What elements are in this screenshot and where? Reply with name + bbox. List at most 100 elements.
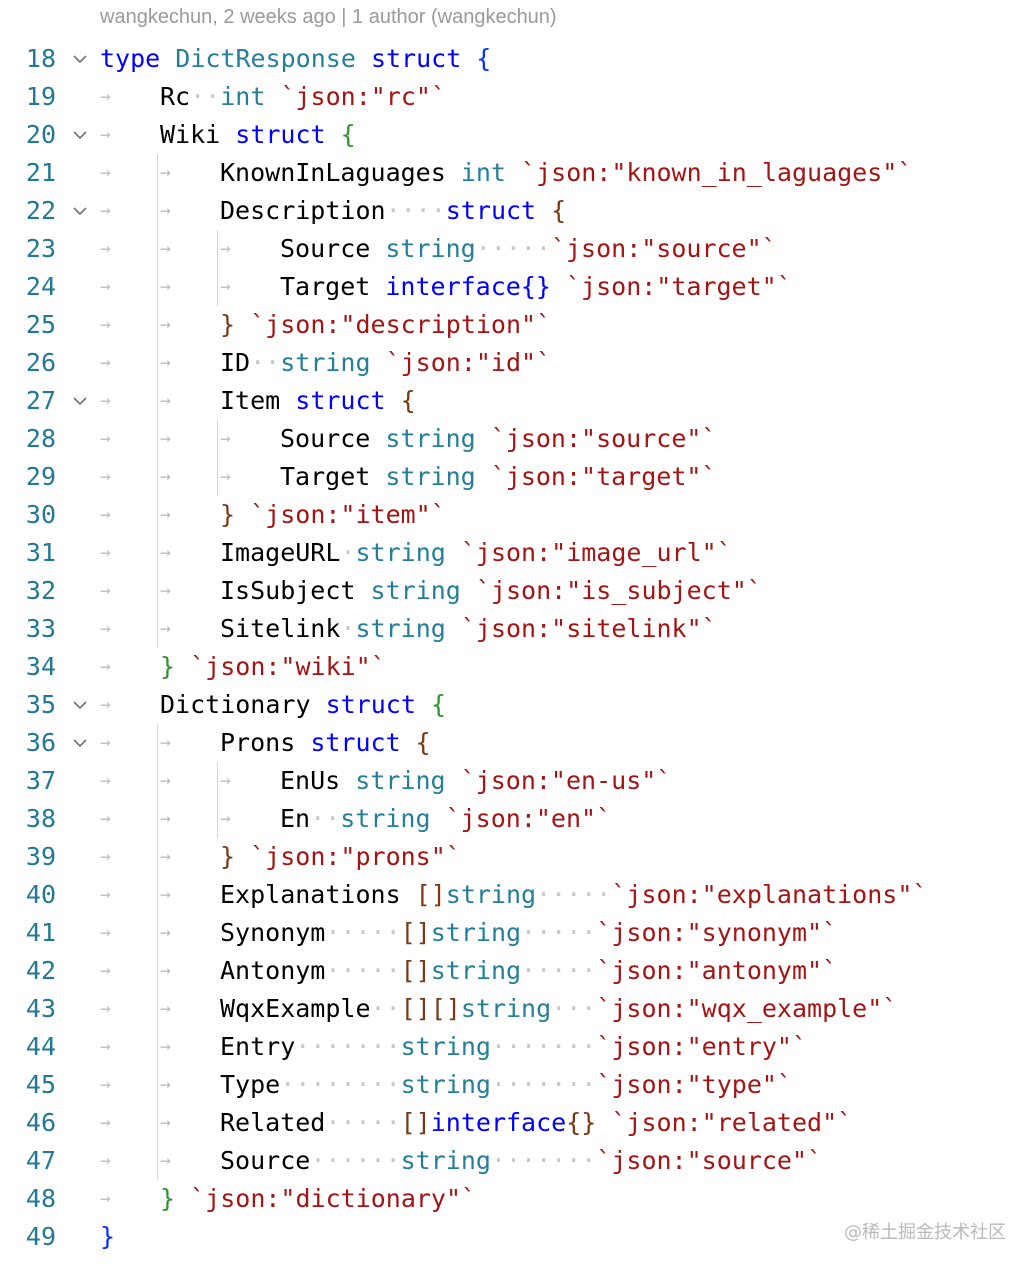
line-number[interactable]: 36 (25, 728, 56, 757)
code-text[interactable]: Antonym·····[]string·····`json:"antonym"… (220, 952, 837, 990)
code-line[interactable]: 26→→ID··string `json:"id"` (0, 344, 1036, 382)
code-line[interactable]: 25→→} `json:"description"` (0, 306, 1036, 344)
code-text[interactable]: } (100, 1218, 115, 1256)
code-text[interactable]: Entry·······string·······`json:"entry"` (220, 1028, 807, 1066)
line-number[interactable]: 28 (25, 424, 56, 453)
code-line[interactable]: 36→→Prons struct { (0, 724, 1036, 762)
code-line[interactable]: 46→→Related·····[]interface{} `json:"rel… (0, 1104, 1036, 1142)
code-line[interactable]: 21→→KnownInLaguages int `json:"known_in_… (0, 154, 1036, 192)
line-number[interactable]: 49 (25, 1222, 56, 1251)
code-line[interactable]: 22→→Description····struct { (0, 192, 1036, 230)
line-number[interactable]: 23 (25, 234, 56, 263)
code-text[interactable]: Wiki struct { (160, 116, 356, 154)
code-line[interactable]: 39→→} `json:"prons"` (0, 838, 1036, 876)
code-text[interactable]: KnownInLaguages int `json:"known_in_lagu… (220, 154, 912, 192)
line-number[interactable]: 29 (25, 462, 56, 491)
code-text[interactable]: Source······string·······`json:"source"` (220, 1142, 822, 1180)
line-number[interactable]: 39 (25, 842, 56, 871)
line-number[interactable]: 31 (25, 538, 56, 567)
code-line[interactable]: 48→} `json:"dictionary"` (0, 1180, 1036, 1218)
code-text[interactable]: IsSubject string `json:"is_subject"` (220, 572, 762, 610)
line-number[interactable]: 25 (25, 310, 56, 339)
code-text[interactable]: Dictionary struct { (160, 686, 446, 724)
code-text[interactable]: } `json:"wiki"` (160, 648, 386, 686)
line-number[interactable]: 27 (25, 386, 56, 415)
code-line[interactable]: 31→→ImageURL·string `json:"image_url"` (0, 534, 1036, 572)
code-text[interactable]: Description····struct { (220, 192, 566, 230)
line-number[interactable]: 34 (25, 652, 56, 681)
chevron-down-icon[interactable] (70, 49, 90, 69)
code-text[interactable]: ID··string `json:"id"` (220, 344, 551, 382)
chevron-down-icon[interactable] (70, 733, 90, 753)
code-text[interactable]: En··string `json:"en"` (280, 800, 611, 838)
line-number[interactable]: 44 (25, 1032, 56, 1061)
code-line[interactable]: 30→→} `json:"item"` (0, 496, 1036, 534)
code-line[interactable]: 41→→Synonym·····[]string·····`json:"syno… (0, 914, 1036, 952)
code-text[interactable]: WqxExample··[][]string···`json:"wqx_exam… (220, 990, 897, 1028)
code-line[interactable]: 28→→→Source string `json:"source"` (0, 420, 1036, 458)
code-text[interactable]: Rc··int `json:"rc"` (160, 78, 446, 116)
code-text[interactable]: } `json:"description"` (220, 306, 551, 344)
code-text[interactable]: Related·····[]interface{} `json:"related… (220, 1104, 852, 1142)
code-editor[interactable]: 18 type DictResponse struct {19→Rc··int `… (0, 40, 1036, 1256)
code-text[interactable]: EnUs string `json:"en-us"` (280, 762, 671, 800)
code-text[interactable]: Prons struct { (220, 724, 431, 762)
code-text[interactable]: } `json:"item"` (220, 496, 446, 534)
code-text[interactable]: Type········string·······`json:"type"` (220, 1066, 792, 1104)
line-number[interactable]: 45 (25, 1070, 56, 1099)
code-line[interactable]: 40→→Explanations []string·····`json:"exp… (0, 876, 1036, 914)
code-line[interactable]: 24→→→Target interface{} `json:"target"` (0, 268, 1036, 306)
line-number[interactable]: 47 (25, 1146, 56, 1175)
code-line[interactable]: 20→Wiki struct { (0, 116, 1036, 154)
line-number[interactable]: 32 (25, 576, 56, 605)
line-number[interactable]: 37 (25, 766, 56, 795)
code-text[interactable]: Source string·····`json:"source"` (280, 230, 777, 268)
code-text[interactable]: } `json:"prons"` (220, 838, 461, 876)
code-line[interactable]: 23→→→Source string·····`json:"source"` (0, 230, 1036, 268)
code-line[interactable]: 29→→→Target string `json:"target"` (0, 458, 1036, 496)
code-line[interactable]: 35→Dictionary struct { (0, 686, 1036, 724)
code-text[interactable]: Explanations []string·····`json:"explana… (220, 876, 927, 914)
code-text[interactable]: type DictResponse struct { (100, 40, 491, 78)
code-text[interactable]: } `json:"dictionary"` (160, 1180, 476, 1218)
code-line[interactable]: 43→→WqxExample··[][]string···`json:"wqx_… (0, 990, 1036, 1028)
chevron-down-icon[interactable] (70, 391, 90, 411)
code-line[interactable]: 18 type DictResponse struct { (0, 40, 1036, 78)
line-number[interactable]: 46 (25, 1108, 56, 1137)
line-number[interactable]: 40 (25, 880, 56, 909)
code-line[interactable]: 47→→Source······string·······`json:"sour… (0, 1142, 1036, 1180)
code-line[interactable]: 19→Rc··int `json:"rc"` (0, 78, 1036, 116)
code-line[interactable]: 32→→IsSubject string `json:"is_subject"` (0, 572, 1036, 610)
git-blame-annotation[interactable]: wangkechun, 2 weeks ago | 1 author (wang… (100, 6, 557, 28)
code-line[interactable]: 49} (0, 1218, 1036, 1256)
chevron-down-icon[interactable] (70, 201, 90, 221)
line-number[interactable]: 22 (25, 196, 56, 225)
line-number[interactable]: 30 (25, 500, 56, 529)
code-line[interactable]: 27→→Item struct { (0, 382, 1036, 420)
line-number[interactable]: 21 (25, 158, 56, 187)
line-number[interactable]: 41 (25, 918, 56, 947)
code-line[interactable]: 34→} `json:"wiki"` (0, 648, 1036, 686)
code-text[interactable]: Source string `json:"source"` (280, 420, 717, 458)
code-line[interactable]: 44→→Entry·······string·······`json:"entr… (0, 1028, 1036, 1066)
line-number[interactable]: 18 (25, 44, 56, 73)
line-number[interactable]: 48 (25, 1184, 56, 1213)
line-number[interactable]: 26 (25, 348, 56, 377)
chevron-down-icon[interactable] (70, 125, 90, 145)
code-text[interactable]: Synonym·····[]string·····`json:"synonym"… (220, 914, 837, 952)
chevron-down-icon[interactable] (70, 695, 90, 715)
line-number[interactable]: 43 (25, 994, 56, 1023)
line-number[interactable]: 35 (25, 690, 56, 719)
line-number[interactable]: 33 (25, 614, 56, 643)
code-line[interactable]: 37→→→EnUs string `json:"en-us"` (0, 762, 1036, 800)
code-text[interactable]: Item struct { (220, 382, 416, 420)
code-text[interactable]: Sitelink·string `json:"sitelink"` (220, 610, 717, 648)
line-number[interactable]: 19 (25, 82, 56, 111)
code-line[interactable]: 42→→Antonym·····[]string·····`json:"anto… (0, 952, 1036, 990)
code-line[interactable]: 45→→Type········string·······`json:"type… (0, 1066, 1036, 1104)
line-number[interactable]: 38 (25, 804, 56, 833)
line-number[interactable]: 20 (25, 120, 56, 149)
code-text[interactable]: Target interface{} `json:"target"` (280, 268, 792, 306)
code-line[interactable]: 33→→Sitelink·string `json:"sitelink"` (0, 610, 1036, 648)
line-number[interactable]: 24 (25, 272, 56, 301)
